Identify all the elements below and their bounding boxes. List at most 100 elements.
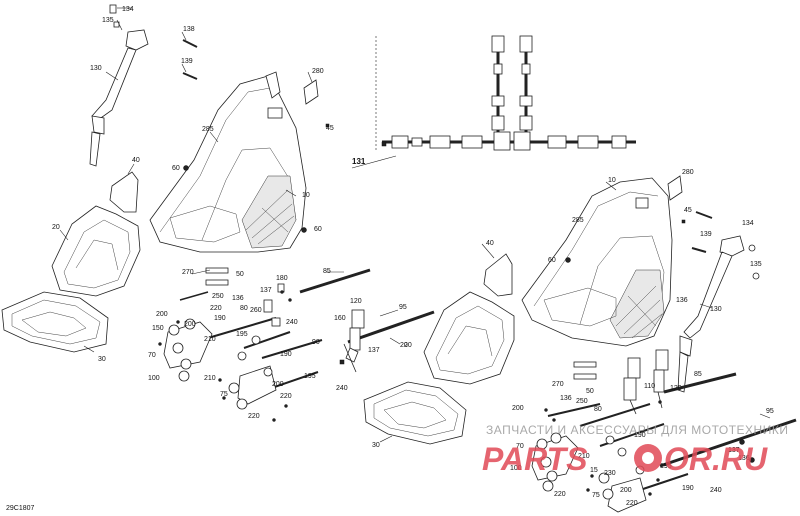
watermark: ЗАПЧАСТИ И АКСЕССУАРЫ ДЛЯ МОТОТЕХНИКИ PA…	[482, 423, 788, 477]
callout: 180	[276, 275, 288, 282]
diagram-code: 29C1807	[6, 505, 35, 512]
callout: 95	[766, 408, 774, 415]
callout: 110	[644, 383, 655, 390]
callout: 40	[486, 240, 494, 247]
callout: 30	[98, 356, 106, 363]
callout: 150	[152, 325, 164, 332]
callout: 20	[52, 224, 60, 231]
callout: 200	[156, 311, 168, 318]
right-seat-belt	[677, 211, 760, 393]
callout: 85	[694, 371, 702, 378]
callout: 285	[202, 126, 214, 133]
callout: 138	[183, 26, 195, 33]
callout: 240	[286, 319, 298, 326]
callout: 120	[670, 385, 682, 392]
callout: 250	[212, 293, 224, 300]
callout: 200	[620, 487, 632, 494]
callout: 220	[280, 393, 292, 400]
left-brackets-and-spacers	[158, 283, 292, 422]
callout: 195	[304, 373, 316, 380]
callout: 280	[682, 169, 694, 176]
callout: 220	[248, 413, 260, 420]
callout: 139	[181, 58, 193, 65]
callout: 75	[592, 492, 600, 499]
callout: 60	[314, 226, 322, 233]
callout: 195	[236, 331, 248, 338]
callout: 70	[516, 443, 524, 450]
callout: 285	[572, 217, 584, 224]
callout: 70	[148, 352, 156, 359]
callout: 136	[232, 295, 244, 302]
callout: 240	[336, 385, 348, 392]
callout: 190	[682, 485, 694, 492]
left-seat-buckle	[339, 309, 365, 373]
callout: 50	[586, 388, 594, 395]
callout: 50	[236, 271, 244, 278]
callout: 137	[260, 287, 272, 294]
callout: 200	[184, 321, 196, 328]
callout: 200	[512, 405, 524, 412]
callout: 130	[90, 65, 102, 72]
callout: 136	[676, 297, 688, 304]
right-headrest-cushion	[483, 253, 513, 297]
callout: 136	[738, 455, 750, 462]
right-bracket-280	[565, 175, 686, 263]
left-seat-cushion	[1, 291, 109, 353]
callout: 250	[576, 398, 588, 405]
callout: 100	[510, 465, 522, 472]
callout: 40	[132, 157, 140, 164]
callout: 190	[280, 351, 292, 358]
callout: 80	[594, 406, 602, 413]
watermark-brand-right: OR.RU	[664, 441, 768, 477]
callout: 60	[548, 257, 556, 264]
right-seat-rails	[547, 361, 797, 491]
callout: 90	[312, 339, 320, 346]
callout: 15	[590, 467, 598, 474]
callout: 220	[554, 491, 566, 498]
callout: 134	[742, 220, 754, 227]
callout: 200	[272, 381, 284, 388]
callout: 20	[400, 342, 408, 349]
harness-assembly	[351, 35, 636, 169]
callout: 280	[312, 68, 324, 75]
callout: 100	[148, 375, 160, 382]
callout: 195	[660, 463, 672, 470]
callout: 95	[399, 304, 407, 311]
callout: 160	[334, 315, 346, 322]
right-seat-buckles	[623, 349, 669, 415]
left-seat-belt	[89, 4, 149, 167]
callout: 260	[250, 307, 262, 314]
callout: 135	[750, 261, 762, 268]
callout: 136	[560, 395, 572, 402]
callout: 270	[552, 381, 564, 388]
right-seat-shell	[521, 177, 673, 347]
callout: 220	[210, 305, 222, 312]
callout: 240	[710, 487, 722, 494]
callout: 20	[404, 342, 412, 349]
callout: 10	[608, 177, 616, 184]
callout: 80	[240, 305, 248, 312]
callout: 134	[122, 6, 134, 13]
callout: 30	[372, 442, 380, 449]
leader-lines	[59, 71, 771, 443]
callout: 220	[626, 500, 638, 507]
callout: 270	[182, 269, 194, 276]
callout: 120	[350, 298, 362, 305]
left-seat-shell	[149, 71, 307, 253]
callout: 75	[220, 391, 228, 398]
watermark-brand-left: PARTS	[482, 441, 588, 477]
bolts-138-139	[181, 31, 198, 80]
callout: 130	[710, 306, 722, 313]
harness-callout: 131	[352, 157, 366, 166]
watermark-tagline: ЗАПЧАСТИ И АКСЕССУАРЫ ДЛЯ МОТОТЕХНИКИ	[486, 423, 788, 437]
left-bracket-280	[183, 79, 330, 233]
callout: 137	[368, 347, 380, 354]
callout: 60	[172, 165, 180, 172]
callout: 230	[604, 470, 616, 477]
callout: 210	[204, 375, 216, 382]
callout: 45	[684, 207, 692, 214]
callout: 45	[326, 125, 334, 132]
callout: 190	[214, 315, 226, 322]
